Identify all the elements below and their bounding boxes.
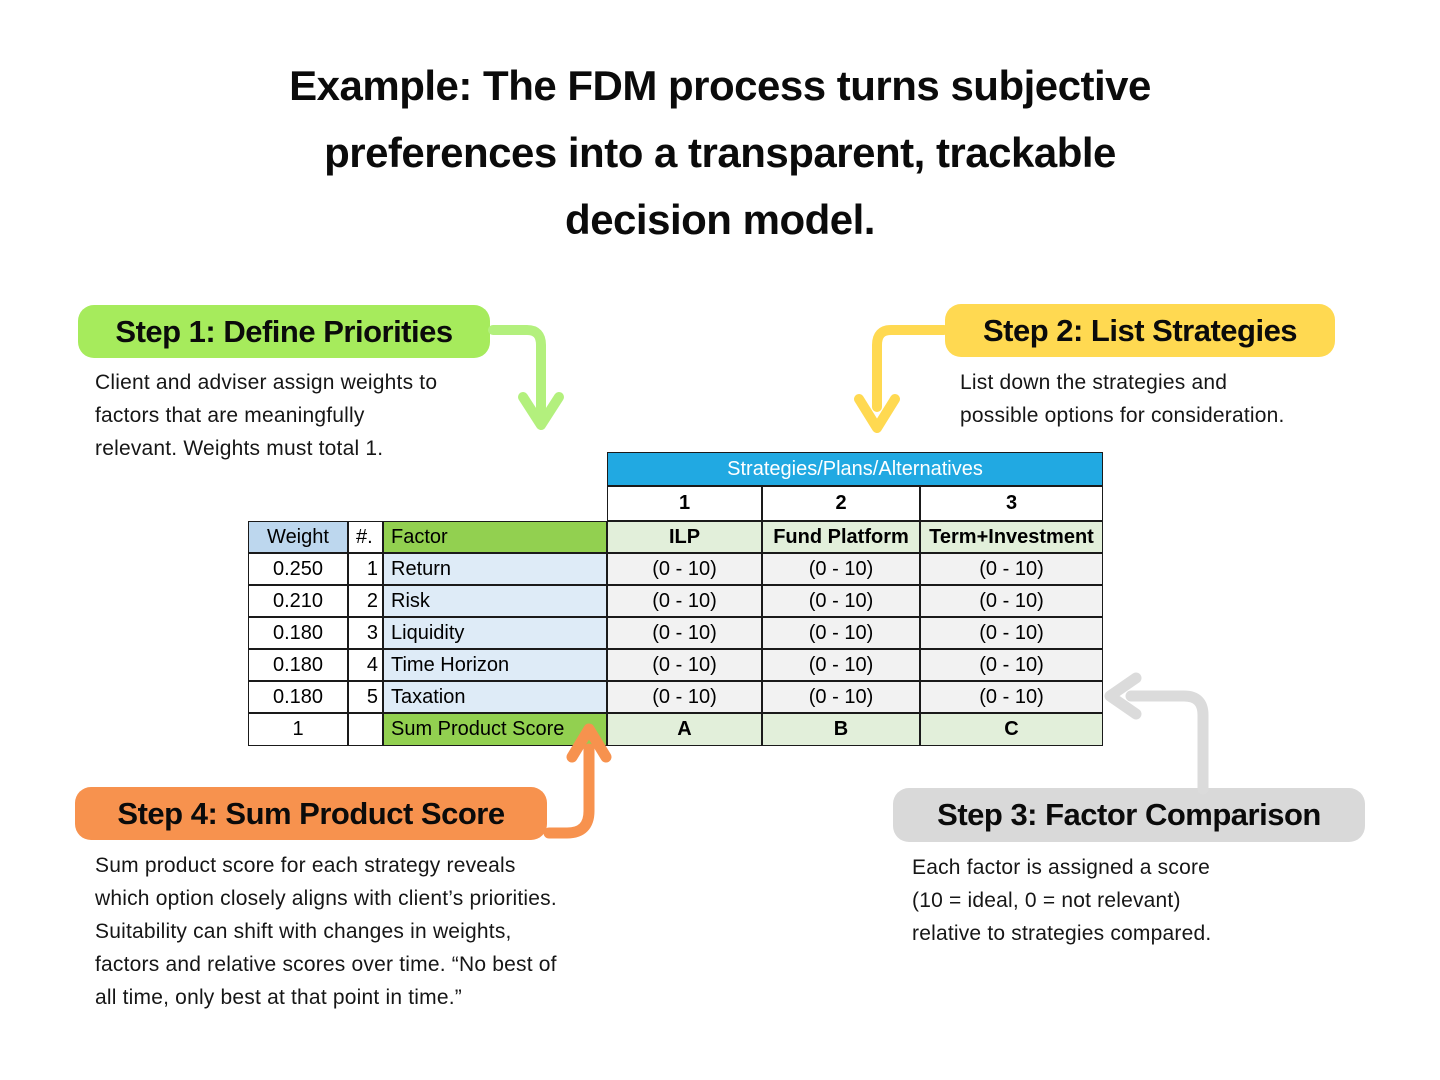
score-range-cell: (0 - 10) — [607, 553, 762, 585]
factor-cell: Return — [383, 553, 607, 585]
score-range-cell: (0 - 10) — [762, 681, 920, 713]
num-cell: 3 — [348, 617, 383, 649]
strategy-number-1-cell: 1 — [607, 486, 762, 521]
weight-total-cell: 1 — [248, 713, 348, 746]
strategy-number-3-cell: 3 — [920, 486, 1103, 521]
score-range-cell: (0 - 10) — [762, 585, 920, 617]
score-range-cell: (0 - 10) — [920, 649, 1103, 681]
num-cell: 2 — [348, 585, 383, 617]
factor-cell: Risk — [383, 585, 607, 617]
weight-cell: 0.180 — [248, 681, 348, 713]
weight-cell: 0.210 — [248, 585, 348, 617]
factor-cell: Liquidity — [383, 617, 607, 649]
step3-badge: Step 3: Factor Comparison — [893, 788, 1365, 842]
factor-cell: Taxation — [383, 681, 607, 713]
score-range-cell: (0 - 10) — [920, 585, 1103, 617]
score-range-cell: (0 - 10) — [920, 553, 1103, 585]
step3-label: Step 3: Factor Comparison — [937, 797, 1321, 832]
num-cell: 5 — [348, 681, 383, 713]
step1-description: Client and adviser assign weights to fac… — [95, 371, 438, 460]
score-range-cell: (0 - 10) — [607, 681, 762, 713]
step1-badge: Step 1: Define Priorities — [78, 305, 490, 358]
sum-b-cell: B — [762, 713, 920, 746]
footer-empty-cell — [348, 713, 383, 746]
num-header-cell: #. — [348, 521, 383, 553]
weight-header-cell: Weight — [248, 521, 348, 553]
score-range-cell: (0 - 10) — [762, 553, 920, 585]
score-range-cell: (0 - 10) — [920, 617, 1103, 649]
step3-description: Each factor is assigned a score (10 = id… — [912, 856, 1212, 945]
score-range-cell: (0 - 10) — [762, 617, 920, 649]
num-cell: 1 — [348, 553, 383, 585]
page-title: Example: The FDM process turns subjectiv… — [289, 62, 1151, 243]
step1-to-table-arrow — [488, 325, 564, 430]
score-range-cell: (0 - 10) — [762, 649, 920, 681]
factor-header-cell: Factor — [383, 521, 607, 553]
step2-label: Step 2: List Strategies — [982, 312, 1298, 348]
step4-badge: Step 4: Sum Product Score — [75, 787, 547, 840]
step3-to-table-arrow — [1104, 672, 1209, 795]
decision-matrix-table: Strategies/Plans/Alternatives 1 2 3 Weig… — [248, 452, 1103, 746]
score-range-cell: (0 - 10) — [607, 617, 762, 649]
strategy-number-2-cell: 2 — [762, 486, 920, 521]
weight-cell: 0.180 — [248, 649, 348, 681]
score-range-cell: (0 - 10) — [920, 681, 1103, 713]
num-cell: 4 — [348, 649, 383, 681]
weight-cell: 0.180 — [248, 617, 348, 649]
strategy-name-ilp-cell: ILP — [607, 521, 762, 553]
step4-label: Step 4: Sum Product Score — [117, 795, 505, 831]
step2-description: List down the strategies and possible op… — [960, 371, 1285, 427]
strategy-name-term-investment-cell: Term+Investment — [920, 521, 1103, 553]
sum-product-score-cell: Sum Product Score — [383, 713, 607, 746]
factor-cell: Time Horizon — [383, 649, 607, 681]
step1-label: Step 1: Define Priorities — [115, 313, 453, 349]
strategy-name-fund-platform-cell: Fund Platform — [762, 521, 920, 553]
step2-to-table-arrow — [854, 325, 949, 433]
sum-a-cell: A — [607, 713, 762, 746]
strategies-header-cell: Strategies/Plans/Alternatives — [607, 452, 1103, 486]
step4-description: Sum product score for each strategy reve… — [95, 854, 557, 1009]
score-range-cell: (0 - 10) — [607, 585, 762, 617]
weight-cell: 0.250 — [248, 553, 348, 585]
sum-c-cell: C — [920, 713, 1103, 746]
step2-badge: Step 2: List Strategies — [945, 304, 1335, 357]
score-range-cell: (0 - 10) — [607, 649, 762, 681]
